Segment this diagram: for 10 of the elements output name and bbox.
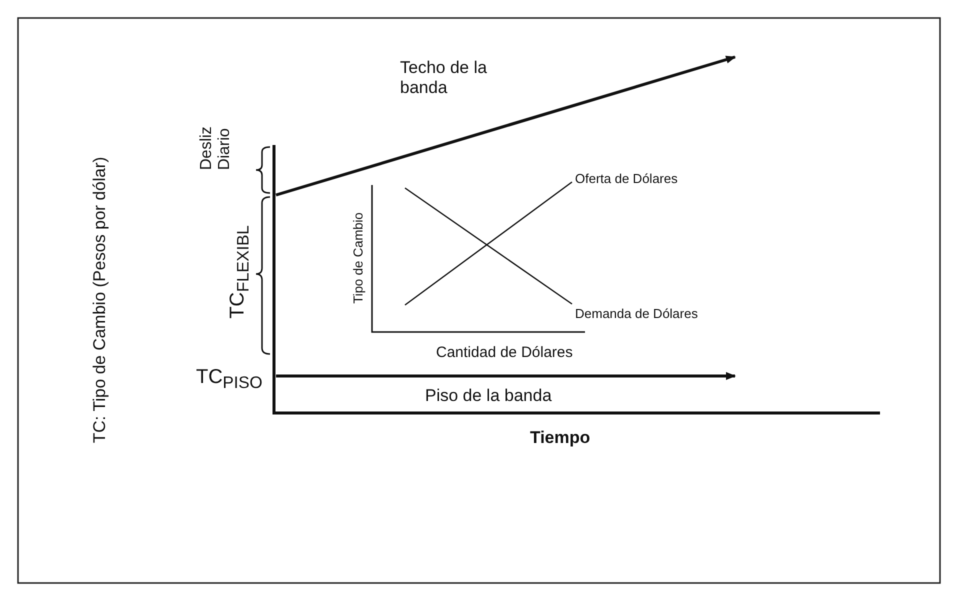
axis-title: Tipo de Cambio <box>350 212 366 304</box>
floor-label: Piso de la banda <box>425 386 552 406</box>
brace-label: Desliz Diario <box>198 125 234 170</box>
ceiling-label: Techo de la banda <box>400 58 488 98</box>
axis-title: TC: Tipo de Cambio (Pesos por dólar) <box>90 156 110 444</box>
axis-title: Cantidad de Dólares <box>436 344 573 361</box>
floor-value-label: TC$_{PISO}$ <box>196 366 262 393</box>
curve-label: Demanda de Dólares <box>575 306 698 321</box>
curve-label: Oferta de Dólares <box>575 171 678 186</box>
axis-title: Tiempo <box>530 428 590 448</box>
